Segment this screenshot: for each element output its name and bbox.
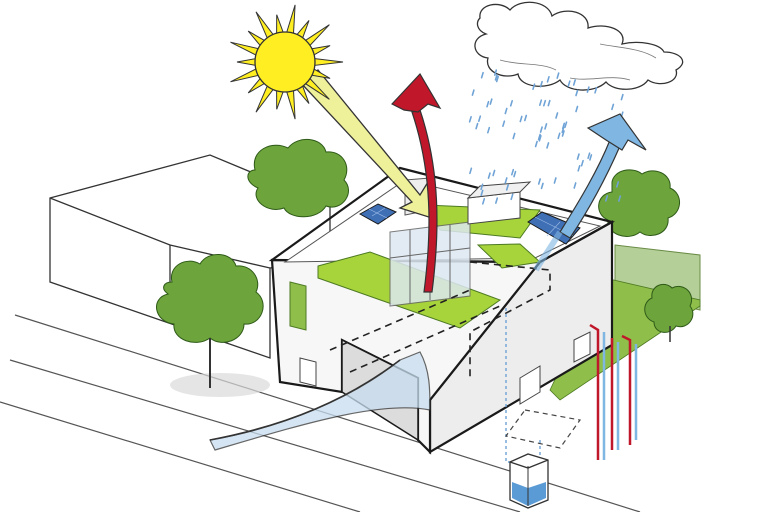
rain-drop — [604, 195, 609, 202]
window-right-2 — [573, 331, 591, 363]
rainwater-tank-icon — [509, 453, 549, 509]
rain-drop — [471, 89, 475, 96]
rain-drop — [493, 69, 498, 76]
tree-front-icon — [156, 254, 270, 397]
rain-drop — [486, 100, 490, 108]
rain-drop — [486, 126, 491, 134]
rain-drop — [487, 172, 491, 179]
solar-panel-left-icon — [358, 203, 398, 225]
rain-drop — [481, 198, 486, 205]
rain-drop — [567, 80, 571, 87]
sun-ray — [312, 57, 344, 67]
rain-drop — [477, 115, 482, 122]
rain-drop — [468, 116, 472, 123]
air-exhaust-arrow-icon — [559, 113, 647, 239]
rain-drop — [617, 195, 622, 202]
rain-drop — [540, 182, 544, 190]
rain-drop — [505, 184, 510, 191]
window-front — [299, 357, 317, 387]
rain-drop — [538, 135, 542, 142]
rain-drops — [468, 69, 624, 205]
sun-ray — [285, 88, 296, 120]
rain-drop — [510, 168, 515, 176]
rain-drop — [512, 132, 516, 140]
house — [268, 166, 615, 455]
rain-drop — [538, 99, 543, 106]
rain-drop — [546, 76, 550, 83]
rain-drop — [586, 86, 590, 93]
rain-drop — [611, 103, 615, 111]
rain-drop — [587, 152, 591, 159]
rain-cloud-icon — [474, 1, 684, 91]
rain-drop — [539, 80, 543, 88]
tree-back-icon — [247, 139, 349, 218]
rain-drop — [475, 122, 479, 130]
rain-drop — [553, 177, 557, 184]
rain-drop — [480, 183, 484, 191]
rain-drop — [561, 130, 565, 137]
rain-drop — [489, 98, 493, 105]
rain-drop — [523, 114, 528, 122]
rain-drop — [575, 105, 579, 113]
rain-drop — [564, 121, 568, 128]
rain-drop — [577, 165, 581, 172]
rain-drop — [509, 100, 514, 107]
rain-drop — [502, 120, 506, 127]
rooftop-planter — [466, 181, 532, 225]
rain-drop — [594, 87, 598, 94]
green-wall — [289, 281, 307, 331]
window-right-1 — [519, 365, 541, 405]
rain-drop — [534, 140, 538, 148]
rain-drop — [576, 153, 580, 160]
rain-drop — [615, 181, 620, 188]
rain-drop — [556, 72, 560, 79]
ground-heat-exchanger — [589, 323, 638, 460]
rain-drop — [480, 71, 484, 79]
rain-drop — [492, 169, 496, 177]
rain-drop — [504, 107, 508, 115]
rain-drop — [513, 170, 517, 178]
sun-icon — [230, 4, 344, 120]
rain-drop — [542, 99, 547, 107]
rain-drop — [589, 154, 593, 161]
rain-drop — [620, 93, 624, 101]
rain-drop — [480, 189, 484, 197]
rain-drop — [572, 79, 577, 86]
rain-drop — [494, 197, 499, 204]
rain-drop — [544, 123, 548, 130]
rain-drop — [580, 159, 584, 167]
rain-drop — [495, 75, 500, 83]
rain-drop — [532, 83, 536, 90]
tree-small-icon — [644, 283, 694, 342]
rain-drop — [539, 126, 543, 133]
rain-drop — [573, 182, 577, 189]
rain-drop — [561, 126, 565, 134]
rain-drop — [469, 167, 473, 175]
internal-volume-dashed — [329, 261, 551, 380]
rain-drop — [504, 177, 508, 184]
rain-drop — [510, 193, 514, 201]
rain-drop — [557, 132, 561, 140]
rain-drop — [546, 142, 550, 149]
sun-ray — [285, 4, 296, 36]
rain-drop — [555, 112, 559, 119]
rain-drop — [575, 89, 579, 97]
heat-exhaust-arrow-icon — [391, 73, 442, 293]
rain-drop — [494, 74, 498, 81]
rain-drop — [537, 133, 541, 141]
rain-drop — [519, 115, 523, 123]
rain-drop — [547, 99, 551, 107]
rain-drop — [537, 178, 542, 185]
sun-ray — [236, 57, 258, 67]
